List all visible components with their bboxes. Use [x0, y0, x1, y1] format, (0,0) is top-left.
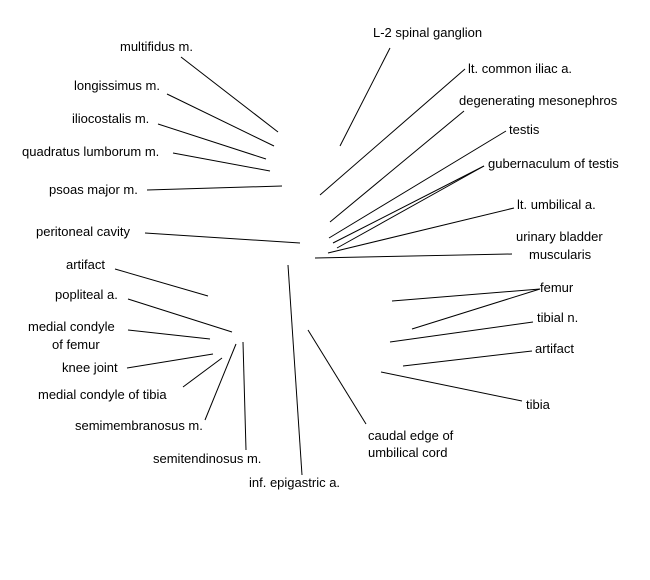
leader-line-tibial-n [389, 321, 534, 343]
label-multifidus: multifidus m. [120, 39, 193, 54]
label-semitendinosus: semitendinosus m. [153, 451, 261, 466]
label-tibial-n: tibial n. [537, 310, 578, 325]
label-medial-condyle-femur-line-1: medial condyle [28, 319, 115, 334]
label-spinal-ganglion: L-2 spinal ganglion [373, 25, 482, 40]
label-iliac: lt. common iliac a. [468, 61, 572, 76]
labels: L-2 spinal ganglion multifidus m. lt. co… [22, 25, 619, 490]
label-femur: femur [540, 280, 574, 295]
leader-line-multifidus [180, 56, 279, 133]
label-bladder-line-1: urinary bladder [516, 229, 603, 244]
leader-line-medial-condyle-femur [127, 329, 211, 340]
label-mesonephros: degenerating mesonephros [459, 93, 618, 108]
label-artifact-left: artifact [66, 257, 105, 272]
leader-line-quadratus [172, 152, 271, 172]
label-epigastric: inf. epigastric a. [249, 475, 340, 490]
leader-lines [114, 47, 541, 476]
leader-line-epigastric [287, 264, 303, 476]
leader-line-mesonephros [329, 110, 465, 223]
leader-line-semitendinosus [242, 341, 247, 451]
leader-line-popliteal [127, 298, 233, 333]
leader-line-umbilical-cord [307, 329, 367, 425]
leader-line-spinal-ganglion [339, 47, 391, 147]
leader-line-peritoneal [144, 232, 301, 244]
leader-line-femur-2 [411, 288, 541, 330]
label-medial-condyle-tibia: medial condyle of tibia [38, 387, 167, 402]
label-gubernaculum: gubernaculum of testis [488, 156, 619, 171]
leader-line-medial-condyle-tibia [182, 357, 223, 388]
leader-line-artifact-right [402, 350, 533, 367]
label-iliocostalis: iliocostalis m. [72, 111, 149, 126]
leader-line-semimembranosus [204, 343, 237, 421]
label-umbilical-cord-line-1: caudal edge of [368, 428, 454, 443]
leader-line-artifact-left [114, 268, 209, 297]
label-testis: testis [509, 122, 540, 137]
label-semimembranosus: semimembranosus m. [75, 418, 203, 433]
leader-line-testis [328, 130, 507, 239]
leader-line-umbilical-a [327, 207, 515, 254]
label-quadratus: quadratus lumborum m. [22, 144, 159, 159]
label-medial-condyle-femur-line-2: of femur [52, 337, 100, 352]
label-bladder-line-2: muscularis [529, 247, 592, 262]
leader-line-iliac [319, 68, 466, 196]
label-peritoneal: peritoneal cavity [36, 224, 130, 239]
label-umbilical-cord-line-2: umbilical cord [368, 445, 447, 460]
leader-line-gubernaculum-1 [332, 165, 485, 244]
leader-line-gubernaculum-2 [336, 165, 485, 249]
label-psoas: psoas major m. [49, 182, 138, 197]
label-longissimus: longissimus m. [74, 78, 160, 93]
leader-line-iliocostalis [157, 123, 267, 160]
leader-line-bladder [314, 253, 513, 259]
leader-line-tibia [380, 371, 523, 402]
label-umbilical-a: lt. umbilical a. [517, 197, 596, 212]
leader-line-longissimus [166, 93, 275, 147]
label-knee: knee joint [62, 360, 118, 375]
label-popliteal: popliteal a. [55, 287, 118, 302]
leader-line-femur-1 [391, 288, 541, 302]
label-artifact-right: artifact [535, 341, 574, 356]
leader-line-knee [126, 353, 214, 369]
label-tibia: tibia [526, 397, 551, 412]
leader-line-psoas [146, 185, 283, 191]
